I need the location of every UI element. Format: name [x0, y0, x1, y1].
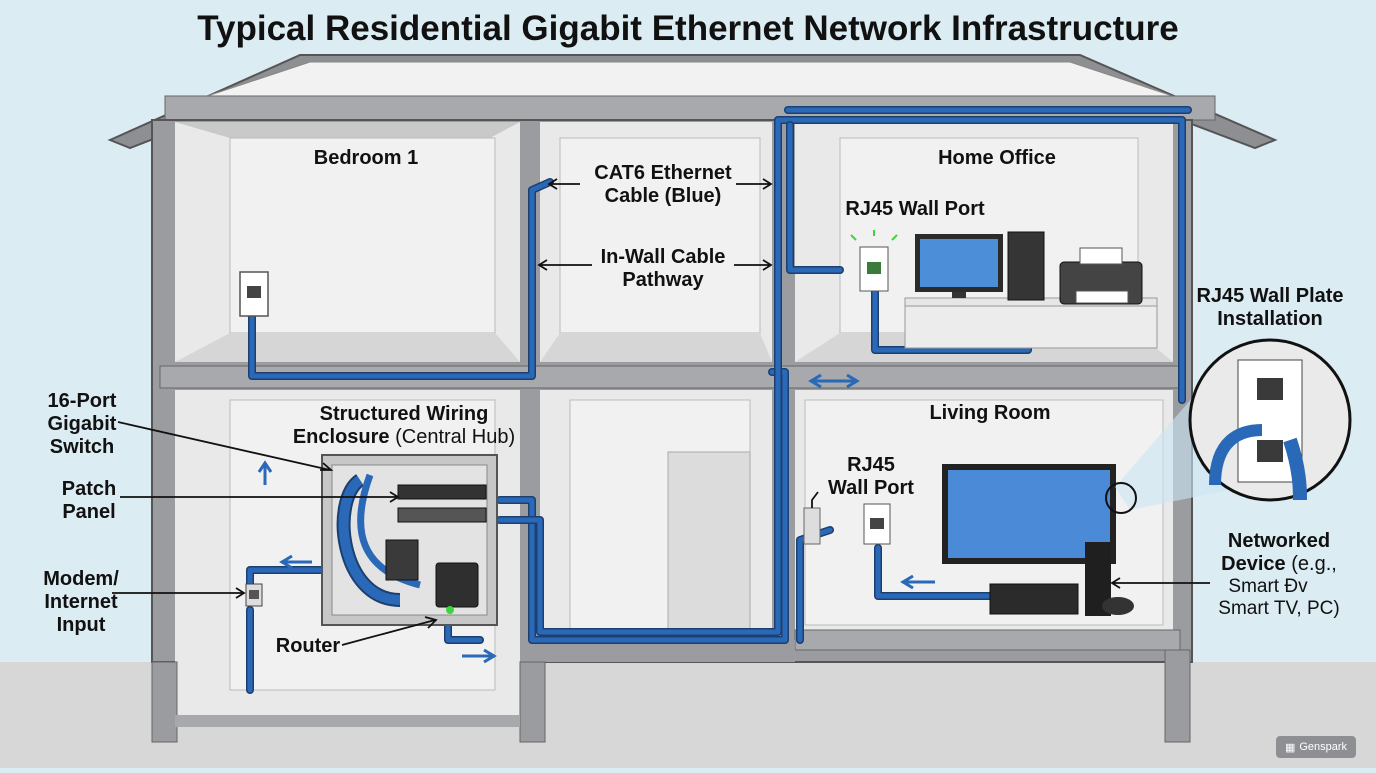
- device-label-line3: Smart Ðv: [1228, 576, 1308, 597]
- modem-input-jack: [245, 583, 263, 607]
- device-label-line4: Smart TV, PC): [1218, 598, 1339, 619]
- router-label: Router: [276, 635, 341, 657]
- device-label-line2: Device (e.g.,: [1221, 553, 1337, 575]
- flow-arrows: [257, 373, 935, 664]
- switch-label-line3: Switch: [50, 436, 114, 458]
- patch-label-line1: Patch: [62, 478, 116, 500]
- modem-label-line3: Input: [57, 614, 106, 636]
- living-port-label-line1: RJ45: [847, 454, 895, 476]
- cat6-label-line2: Cable (Blue): [605, 185, 722, 207]
- office-port-label: RJ45 Wall Port: [845, 198, 985, 220]
- switch-label-line1: 16-Port: [48, 390, 117, 412]
- genspark-watermark: ▦ Genspark: [1276, 736, 1356, 758]
- house-frame: [151, 119, 1193, 743]
- router-unit: [435, 562, 479, 608]
- callout-arrows: [112, 178, 1210, 646]
- genspark-logo-icon: ▦: [1284, 741, 1296, 754]
- room-label-office: Home Office: [938, 147, 1056, 169]
- watermark-label: Genspark: [1299, 741, 1348, 753]
- structured-wiring-enclosure: [321, 454, 498, 626]
- device-label-line1: Networked: [1228, 530, 1330, 552]
- controller: [1102, 597, 1134, 615]
- patch-panel-unit: [397, 507, 487, 523]
- modem-unit: [385, 539, 419, 581]
- home-office-equipment: [850, 230, 1158, 349]
- modem-label-line2: Internet: [44, 591, 118, 613]
- wall-plate-magnifier: [1105, 338, 1352, 514]
- plate-label-line2: Installation: [1217, 308, 1323, 330]
- room-label-living: Living Room: [929, 402, 1050, 424]
- bedroom-wall-port: [239, 271, 269, 317]
- plate-label-line1: RJ45 Wall Plate: [1196, 285, 1343, 307]
- room-label-bedroom: Bedroom 1: [314, 147, 418, 169]
- cat6-label-line1: CAT6 Ethernet: [594, 162, 732, 184]
- enclosure-label-line2: Enclosure (Central Hub): [293, 426, 515, 448]
- living-port-label-line2: Wall Port: [828, 477, 914, 499]
- switch-unit: [397, 484, 487, 500]
- enclosure-label-line1: Structured Wiring: [320, 403, 489, 425]
- diagram-title: Typical Residential Gigabit Ethernet Net…: [197, 9, 1179, 48]
- modem-label-line1: Modem/: [43, 568, 119, 590]
- pathway-label-line1: In-Wall Cable: [601, 246, 726, 268]
- game-console: [989, 583, 1079, 615]
- pathway-label-line2: Pathway: [622, 269, 704, 291]
- pc-tower: [1007, 231, 1045, 301]
- living-room-equipment: [803, 464, 1134, 616]
- patch-label-line2: Panel: [62, 501, 115, 523]
- switch-label-line2: Gigabit: [48, 413, 117, 435]
- tv-screen: [948, 470, 1110, 558]
